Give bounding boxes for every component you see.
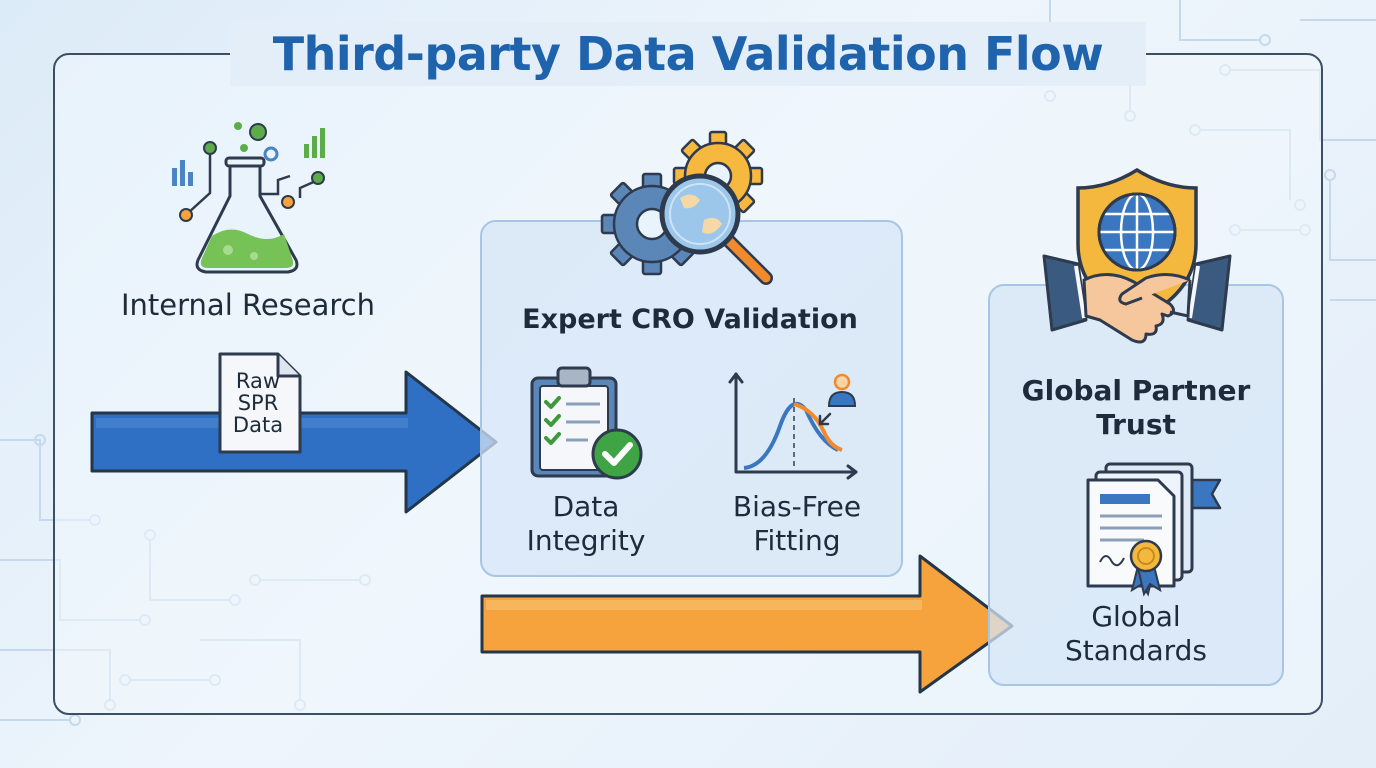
internal-research-label: Internal Research (120, 288, 375, 322)
raw-spr-data-line: SPR (237, 391, 279, 415)
gears-magnifier-icon (600, 130, 773, 285)
curve-fit-chart-icon (728, 372, 858, 480)
handshake-shield-icon (1042, 167, 1232, 344)
page-title: Third-party Data Validation Flow (230, 22, 1146, 86)
global-standards-line: Global (1091, 600, 1181, 633)
certificate-icon (1086, 462, 1222, 597)
cro-validation-title: Expert CRO Validation (522, 304, 858, 335)
data-integrity-label: Data Integrity (506, 490, 666, 558)
data-integrity-line: Integrity (526, 524, 646, 557)
raw-spr-data-line: Raw (235, 369, 281, 393)
global-standards-label: Global Standards (998, 600, 1274, 668)
global-partner-trust-line: Trust (1096, 408, 1176, 441)
flask-icon (172, 122, 325, 274)
raw-spr-data-label: Raw SPR Data (218, 370, 298, 436)
orange-flow-arrow (480, 554, 1014, 694)
bias-free-fitting-line: Fitting (753, 524, 841, 557)
global-partner-trust-line: Global Partner (1021, 374, 1251, 407)
data-integrity-line: Data (552, 490, 620, 523)
bias-free-fitting-label: Bias-Free Fitting (714, 490, 880, 558)
global-partner-trust-title: Global Partner Trust (998, 374, 1274, 442)
raw-spr-data-line: Data (232, 413, 284, 437)
document-icon (218, 352, 302, 454)
clipboard-check-icon (530, 366, 643, 480)
global-standards-line: Standards (1065, 634, 1207, 667)
bias-free-fitting-line: Bias-Free (732, 490, 862, 523)
